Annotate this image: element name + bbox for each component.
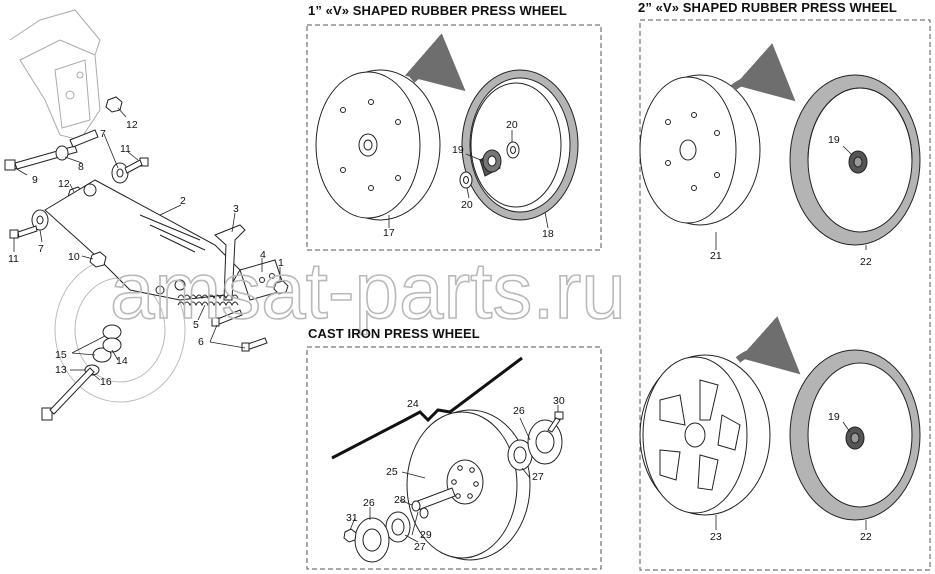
callout-31: 31 [346, 512, 358, 524]
watermark: amsat-parts.ru [110, 246, 626, 335]
callout-27-left: 27 [414, 541, 426, 553]
callout-23: 23 [710, 531, 722, 543]
callout-21: 21 [710, 250, 722, 262]
callout-26-right: 26 [513, 405, 525, 417]
spring-5 [177, 294, 239, 307]
snap-ring-29 [419, 507, 429, 519]
adjust-handle-3 [214, 224, 246, 301]
callout-19-a: 19 [452, 144, 464, 156]
spacer-7-top [111, 162, 129, 184]
leader-lines-v1 [388, 130, 549, 229]
wheel-rim-17 [315, 69, 441, 221]
section-box-cast-iron [306, 346, 602, 570]
spacer-7-lower [31, 209, 49, 231]
callout-29: 29 [420, 529, 432, 541]
arrow-17-to-18 [404, 33, 466, 92]
nut-31 [343, 528, 357, 543]
bolt-11-top [124, 157, 149, 174]
bracket-24 [331, 356, 523, 460]
callout-25: 25 [386, 466, 398, 478]
callout-27-right: 27 [532, 471, 544, 483]
callout-11-top: 11 [120, 143, 131, 155]
callout-5: 5 [193, 319, 199, 331]
callout-20-b: 20 [461, 199, 473, 211]
callout-7-lower: 7 [38, 243, 44, 255]
arrow-23-to-22 [735, 316, 801, 375]
callout-17: 17 [383, 227, 395, 239]
bearing-19-c [845, 426, 865, 450]
leader-lines-left [13, 107, 281, 381]
leader-lines-v2-top [715, 145, 867, 250]
section-box-1in-v-wheel [306, 24, 602, 251]
bolt-30 [547, 411, 564, 433]
callout-19-c: 19 [828, 411, 840, 423]
nut-1 [273, 280, 289, 295]
callout-2: 2 [180, 195, 186, 207]
callout-22-top: 22 [860, 256, 872, 268]
callout-7-top: 7 [100, 128, 106, 140]
leader-lines-cast [349, 405, 559, 543]
callout-11-lower: 11 [8, 253, 19, 265]
bearing-19-b [848, 150, 868, 174]
callout-12-lower: 12 [58, 178, 70, 190]
section-box-2in-v-wheel [639, 19, 931, 571]
callout-1: 1 [278, 257, 284, 269]
nut-10 [89, 251, 107, 268]
callout-19-b: 19 [828, 134, 840, 146]
bushing-14 [102, 337, 122, 353]
flange-26-a [354, 517, 390, 563]
callout-3: 3 [233, 203, 239, 215]
wheel-rim-23-spoked [639, 354, 771, 516]
callouts: 12 8 9 7 11 12 2 3 7 11 10 4 1 5 6 15 14… [8, 119, 872, 553]
callout-8: 8 [78, 161, 84, 173]
callout-15: 15 [55, 349, 67, 361]
bolt-11-lower [9, 225, 38, 239]
callout-18: 18 [542, 228, 554, 240]
title-cast-iron-wheel: CAST IRON PRESS WHEEL [308, 326, 480, 341]
callout-14: 14 [116, 355, 128, 367]
rubber-tire-18 [461, 69, 579, 221]
title-2in-v-wheel: 2” «V» SHAPED RUBBER PRESS WHEEL [638, 0, 897, 15]
callout-22-bottom: 22 [860, 531, 872, 543]
cast-wheel-25 [406, 409, 531, 561]
bearing-27-b [507, 439, 533, 471]
callout-13: 13 [55, 364, 67, 376]
bushing-8 [55, 145, 69, 161]
callout-30: 30 [553, 395, 565, 407]
callout-12-top: 12 [126, 119, 138, 131]
bolts-6 [211, 309, 268, 352]
bearing-27-a [385, 511, 411, 543]
bolt-13 [41, 367, 95, 421]
washer-20-b [459, 171, 473, 189]
leader-lines-v2-bottom [715, 421, 867, 530]
bearing-19-a [479, 149, 502, 177]
frame-bracket [9, 9, 101, 141]
wheel-rim-21 [639, 74, 761, 226]
bearings-15 [92, 324, 122, 363]
callout-4: 4 [260, 249, 266, 261]
callout-24: 24 [407, 398, 419, 410]
callout-26-left: 26 [363, 497, 375, 509]
arrow-21-to-22 [730, 43, 796, 102]
press-arm-2 [44, 179, 241, 301]
callout-28: 28 [394, 494, 406, 506]
callout-9: 9 [32, 174, 38, 186]
callout-20-a: 20 [506, 119, 518, 131]
callout-6: 6 [198, 336, 204, 348]
flange-26-b [527, 419, 563, 465]
pivot-pin [69, 129, 99, 148]
axle-shaft-28 [411, 487, 456, 512]
callout-16: 16 [100, 376, 112, 388]
title-1in-v-wheel: 1” «V» SHAPED RUBBER PRESS WHEEL [308, 3, 567, 18]
washer-20-a [506, 141, 520, 159]
press-wheel-arm-assembly [4, 9, 289, 421]
callout-10: 10 [68, 251, 80, 263]
